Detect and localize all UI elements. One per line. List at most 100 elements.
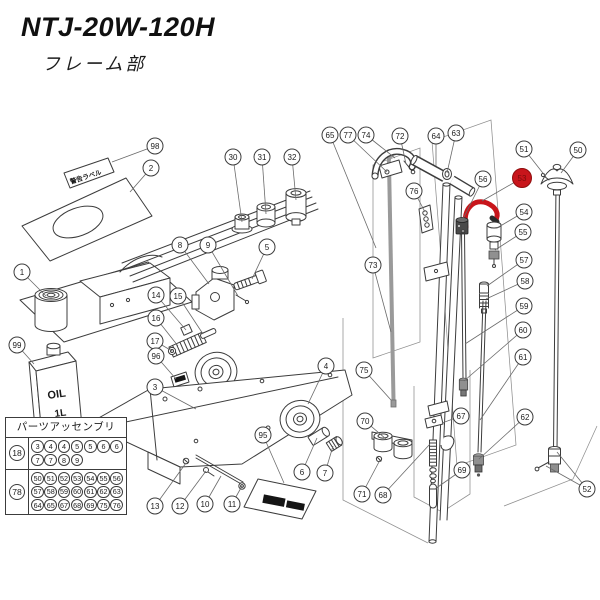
callout-50[interactable]: 50	[569, 141, 587, 159]
gray-support-rod	[386, 151, 397, 408]
svg-text:98: 98	[151, 142, 160, 151]
callout-57[interactable]: 57	[515, 251, 533, 269]
callout-68[interactable]: 68	[374, 486, 392, 504]
leader-line	[382, 443, 431, 496]
assembly-part-number: 7	[31, 453, 44, 467]
svg-text:32: 32	[288, 153, 297, 162]
assembly-part-number: 61	[84, 485, 97, 499]
svg-text:70: 70	[361, 417, 370, 426]
leader-line	[463, 329, 524, 382]
callout-67[interactable]: 67	[452, 407, 470, 425]
axle-cap	[325, 436, 343, 452]
assembly-part-number: 60	[70, 485, 84, 499]
callout-76[interactable]: 76	[405, 182, 423, 200]
callout-30[interactable]: 30	[224, 148, 242, 166]
callout-3[interactable]: 3	[146, 378, 164, 396]
oil-can-text-1l: 1L	[54, 407, 67, 420]
assembly-part-number: 69	[84, 498, 97, 512]
callout-60[interactable]: 60	[514, 321, 532, 339]
svg-text:12: 12	[176, 502, 185, 511]
oil-valve-54-55	[486, 221, 502, 268]
callout-11[interactable]: 11	[223, 495, 241, 513]
svg-text:54: 54	[520, 208, 529, 217]
svg-text:76: 76	[410, 187, 419, 196]
leader-line	[262, 434, 285, 484]
callout-52[interactable]: 52	[578, 480, 596, 498]
parts-table-header: パーツアッセンブリ	[6, 418, 126, 438]
callout-32[interactable]: 32	[283, 148, 301, 166]
callout-17[interactable]: 17	[146, 332, 164, 350]
callout-9[interactable]: 9	[199, 236, 217, 254]
assembly-part-number: 5	[70, 440, 84, 453]
svg-text:1: 1	[20, 268, 25, 277]
callout-15[interactable]: 15	[169, 287, 187, 305]
callout-73[interactable]: 73	[364, 256, 382, 274]
svg-text:96: 96	[152, 352, 161, 361]
callout-53[interactable]: 53	[512, 168, 532, 188]
callout-12[interactable]: 12	[171, 497, 189, 515]
callout-6[interactable]: 6	[293, 463, 311, 481]
callout-75[interactable]: 75	[355, 361, 373, 379]
callout-1[interactable]: 1	[13, 263, 31, 281]
svg-text:56: 56	[479, 175, 488, 184]
callout-31[interactable]: 31	[253, 148, 271, 166]
callout-13[interactable]: 13	[146, 497, 164, 515]
svg-text:11: 11	[228, 500, 237, 509]
callout-63[interactable]: 63	[447, 124, 465, 142]
fitting-57-58	[479, 281, 489, 314]
callout-10[interactable]: 10	[196, 495, 214, 513]
svg-text:16: 16	[152, 314, 161, 323]
assembly-part-number: 64	[31, 498, 44, 512]
callout-4[interactable]: 4	[317, 357, 335, 375]
callout-5[interactable]: 5	[258, 238, 276, 256]
callout-56[interactable]: 56	[474, 170, 492, 188]
assembly-part-number: 55	[97, 472, 110, 485]
callout-65[interactable]: 65	[321, 126, 339, 144]
svg-text:8: 8	[178, 241, 183, 250]
callout-61[interactable]: 61	[514, 348, 532, 366]
callout-58[interactable]: 58	[516, 272, 534, 290]
callout-71[interactable]: 71	[353, 485, 371, 503]
leader-line	[261, 156, 267, 215]
callout-64[interactable]: 64	[427, 127, 445, 145]
svg-text:58: 58	[521, 277, 530, 286]
callout-2[interactable]: 2	[142, 159, 160, 177]
assembly-part-number: 56	[110, 472, 124, 485]
callout-98[interactable]: 98	[146, 137, 164, 155]
callout-54[interactable]: 54	[515, 203, 533, 221]
callout-14[interactable]: 14	[147, 286, 165, 304]
svg-text:53: 53	[518, 174, 527, 183]
svg-text:61: 61	[519, 353, 528, 362]
assembly-part-number: 9	[70, 453, 84, 467]
callout-16[interactable]: 16	[147, 309, 165, 327]
callout-95[interactable]: 95	[254, 426, 272, 444]
callout-72[interactable]: 72	[391, 127, 409, 145]
callout-55[interactable]: 55	[514, 223, 532, 241]
svg-text:67: 67	[457, 412, 466, 421]
assembly-part-number: 62	[97, 485, 110, 499]
oil-can-text-oil: OIL	[47, 387, 67, 401]
svg-text:14: 14	[152, 291, 161, 300]
callout-7[interactable]: 7	[316, 464, 334, 482]
callout-74[interactable]: 74	[357, 126, 375, 144]
callout-62[interactable]: 62	[516, 408, 534, 426]
assembly-part-number: 6	[97, 440, 110, 453]
callout-96[interactable]: 96	[147, 347, 165, 365]
callout-99[interactable]: 99	[8, 336, 26, 354]
callout-59[interactable]: 59	[515, 297, 533, 315]
callout-70[interactable]: 70	[356, 412, 374, 430]
callout-8[interactable]: 8	[171, 236, 189, 254]
assembly-group-number: 18	[9, 445, 25, 462]
callout-69[interactable]: 69	[453, 461, 471, 479]
svg-text:59: 59	[520, 302, 529, 311]
svg-text:63: 63	[452, 129, 461, 138]
callout-51[interactable]: 51	[515, 140, 533, 158]
callout-77[interactable]: 77	[339, 126, 357, 144]
leader-line	[329, 134, 377, 249]
bracket-76	[418, 204, 434, 234]
assembly-part-number: 50	[31, 472, 44, 485]
